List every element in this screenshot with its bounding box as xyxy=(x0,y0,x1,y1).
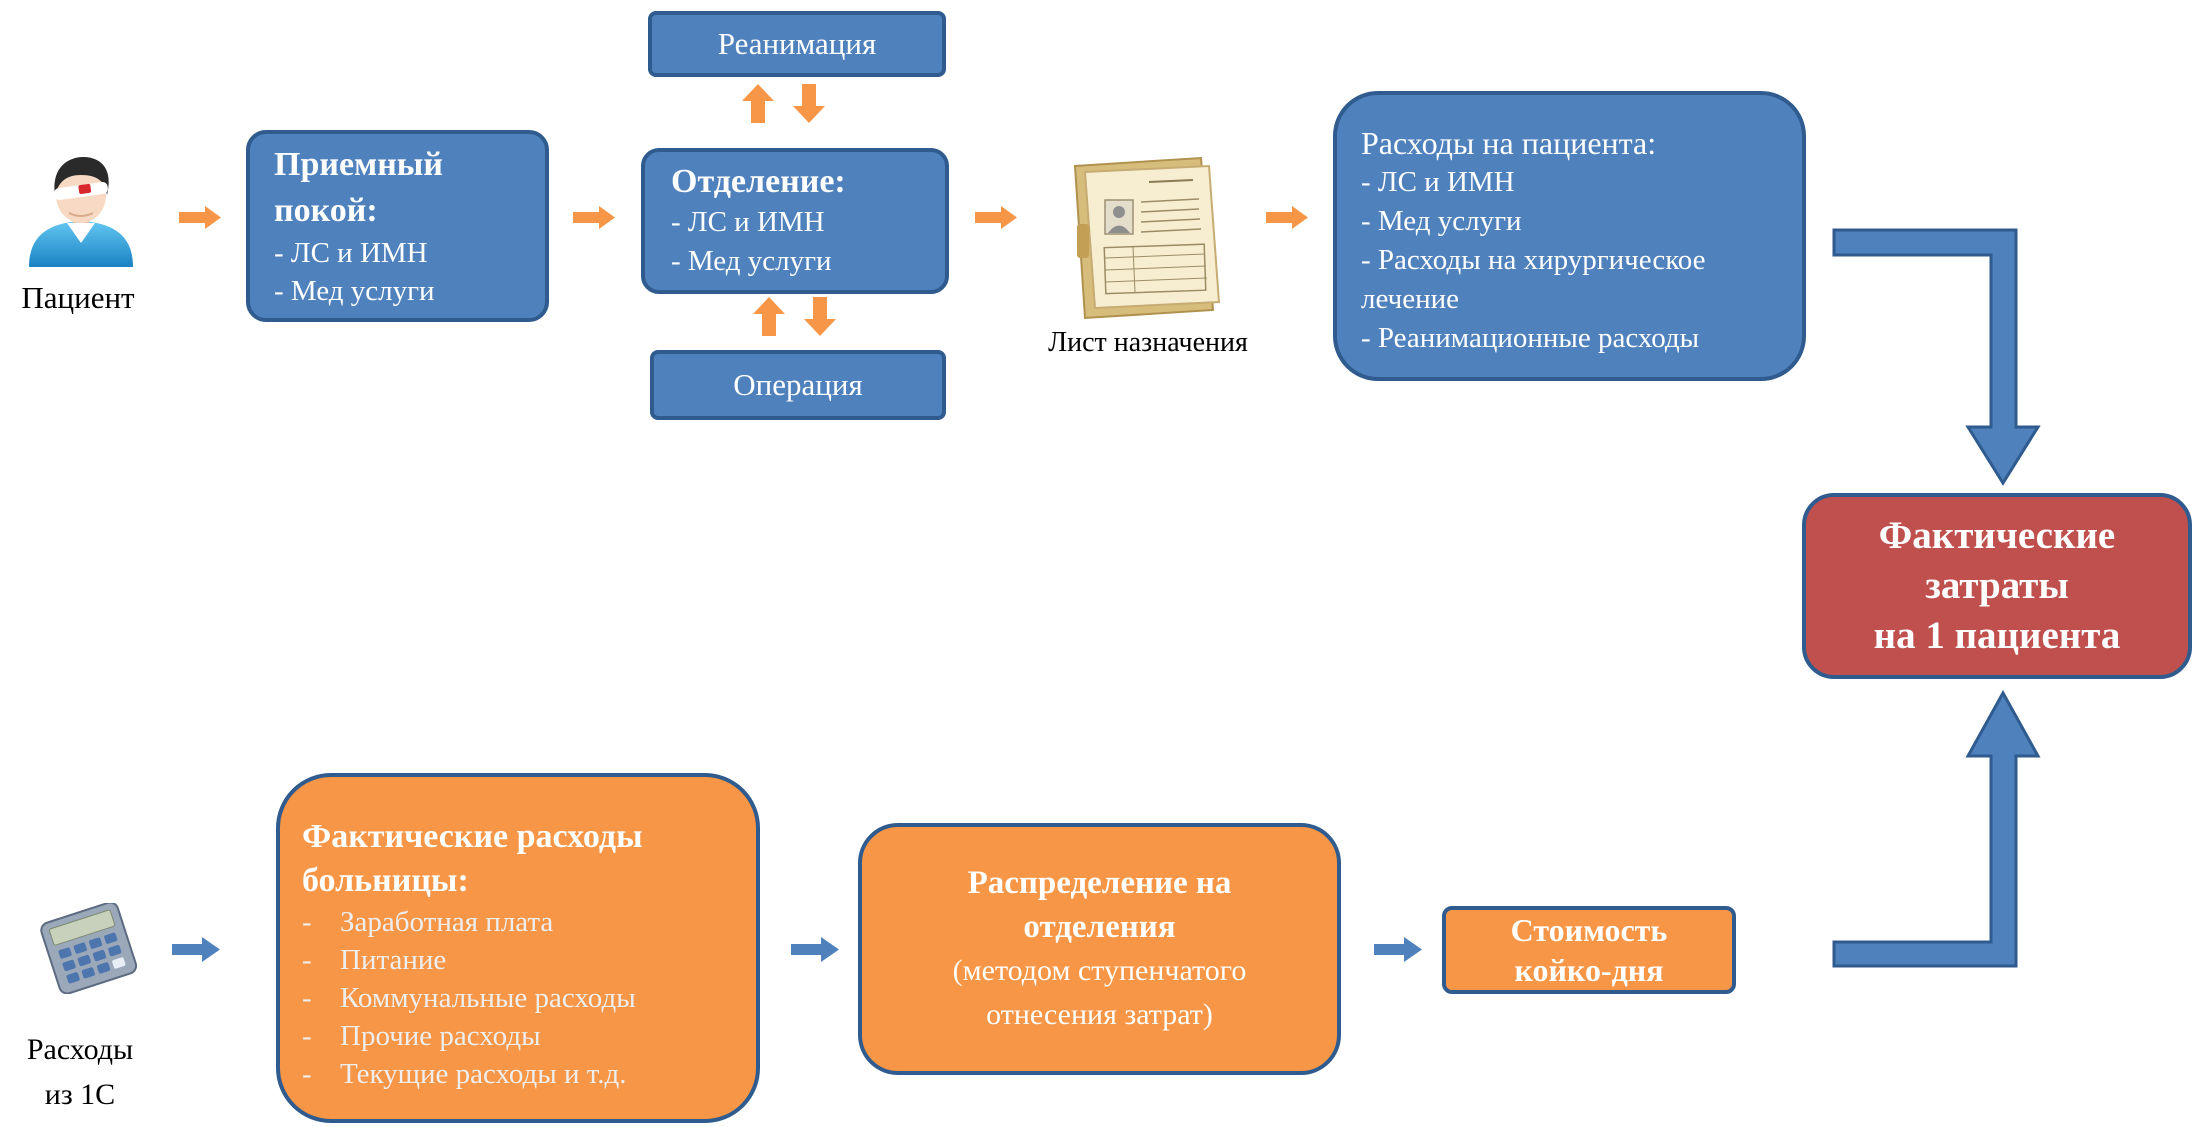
arrow-right-icon xyxy=(791,937,839,962)
distribution-description: отнесения затрат) xyxy=(986,998,1213,1031)
list-bullet: - xyxy=(302,1058,312,1090)
department-item: - Мед услуги xyxy=(671,245,832,277)
patient-expenses-title: Расходы на пациента: xyxy=(1361,125,1657,161)
arrow-down-icon xyxy=(793,84,825,123)
hospital-expenses-title: больницы: xyxy=(302,862,469,899)
arrow-up-icon xyxy=(742,84,774,123)
department-box: Отделение: - ЛС и ИМН - Мед услуги xyxy=(641,148,949,294)
department-item: - ЛС и ИМН xyxy=(671,206,825,238)
list-item: - Прочие расходы xyxy=(302,1017,736,1055)
list-bullet: - xyxy=(302,944,312,976)
bent-arrow-down-icon xyxy=(1832,228,2041,486)
actual-costs-line: на 1 пациента xyxy=(1873,614,2121,657)
patient-expenses-item: - Мед услуги xyxy=(1361,205,1522,237)
patient-avatar-icon xyxy=(29,157,133,267)
arrow-right-icon xyxy=(1266,206,1308,229)
reanimation-box: Реанимация xyxy=(648,11,946,77)
source-1c-label-line: Расходы xyxy=(26,1033,134,1066)
distribution-title: Распределение на xyxy=(967,865,1232,901)
document-folder-icon xyxy=(1073,156,1221,320)
distribution-description: (методом ступенчатого xyxy=(952,954,1247,987)
arrow-right-icon xyxy=(1374,937,1422,962)
patient-expenses-box: Расходы на пациента: - ЛС и ИМН - Мед ус… xyxy=(1333,91,1806,381)
arrow-right-icon xyxy=(975,206,1017,229)
list-item: - Заработная плата xyxy=(302,903,736,941)
hospital-expenses-title: Фактические расходы xyxy=(302,818,643,855)
list-item-text: Питание xyxy=(340,944,447,976)
calculator-icon xyxy=(40,903,138,994)
patient-expenses-item: - ЛС и ИМН xyxy=(1361,166,1515,198)
list-bullet: - xyxy=(302,982,312,1014)
bent-arrow-up-icon xyxy=(1832,689,2041,968)
list-item-text: Текущие расходы и т.д. xyxy=(340,1058,627,1090)
arrow-right-icon xyxy=(172,937,220,962)
list-item-text: Прочие расходы xyxy=(340,1020,541,1052)
reception-title: покой: xyxy=(274,192,378,229)
arrow-up-icon xyxy=(753,297,785,336)
department-title: Отделение: xyxy=(671,163,846,200)
arrow-right-icon xyxy=(179,206,221,229)
actual-costs-line: Фактические xyxy=(1878,514,2116,557)
list-item-text: Коммунальные расходы xyxy=(340,982,636,1014)
reception-item: - Мед услуги xyxy=(274,275,435,307)
list-item: - Текущие расходы и т.д. xyxy=(302,1055,736,1093)
patient-label: Пациент xyxy=(21,280,135,315)
list-bullet: - xyxy=(302,1020,312,1052)
prescription-sheet-label: Лист назначения xyxy=(1048,327,1248,358)
operation-box: Операция xyxy=(650,350,946,420)
list-bullet: - xyxy=(302,906,312,938)
distribution-title: отделения xyxy=(1023,909,1176,945)
bed-day-cost-line: Стоимость xyxy=(1510,912,1668,948)
list-item: - Коммунальные расходы xyxy=(302,979,736,1017)
patient-expenses-item: - Реанимационные расходы xyxy=(1361,322,1700,354)
reception-box: Приемный покой: - ЛС и ИМН - Мед услуги xyxy=(246,130,549,322)
hospital-expenses-box: Фактические расходы больницы: - Заработн… xyxy=(276,773,760,1123)
actual-costs-box: Фактические затраты на 1 пациента xyxy=(1802,493,2192,679)
list-item-text: Заработная плата xyxy=(340,906,554,938)
operation-label: Операция xyxy=(733,367,863,402)
patient-expenses-item: - Расходы на хирургическое лечение xyxy=(1361,244,1706,315)
actual-costs-line: затраты xyxy=(1925,564,2069,607)
distribution-box: Распределение на отделения (методом ступ… xyxy=(858,823,1341,1075)
arrow-down-icon xyxy=(804,297,836,336)
arrow-right-icon xyxy=(573,206,615,229)
bed-day-cost-box: Стоимость койко-дня xyxy=(1442,906,1736,994)
reception-title: Приемный xyxy=(274,146,443,183)
bed-day-cost-line: койко-дня xyxy=(1514,952,1664,988)
reception-item: - ЛС и ИМН xyxy=(274,237,428,269)
list-item: - Питание xyxy=(302,941,736,979)
source-1c-label-line: из 1С xyxy=(44,1078,116,1111)
source-1c-label: Расходы из 1С xyxy=(0,1027,160,1117)
reanimation-label: Реанимация xyxy=(717,26,877,61)
